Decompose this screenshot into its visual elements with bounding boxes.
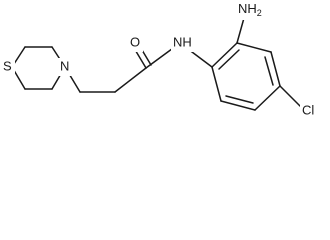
chlorine-label: Cl (302, 102, 314, 117)
bond-ch2-carbonyl (114, 67, 147, 93)
amino-label: NH2 (238, 1, 262, 18)
atom-label-ring-nitrogen: N (57, 58, 73, 76)
aromatic-bond-1-inner (218, 49, 240, 70)
aromatic-bond-2 (236, 42, 272, 53)
atom-label-chlorine: Cl (300, 102, 320, 120)
aromatic-bond-3 (270, 51, 281, 87)
amino-subscript: 2 (257, 8, 262, 18)
carbonyl-oxygen-label: O (130, 34, 140, 49)
aromatic-bond-5 (220, 100, 256, 111)
aromatic-bond-5-inner (225, 95, 254, 104)
aromatic-bond-3-inner (264, 56, 274, 86)
ring-nitrogen-label: N (60, 58, 69, 73)
atom-label-sulfur: S (1, 58, 15, 76)
atom-label-amino: NH2 (236, 1, 266, 20)
sulfur-label: S (3, 58, 12, 73)
aromatic-bond-4 (254, 85, 281, 111)
amide-nh-label: NH (173, 34, 192, 49)
aromatic-bond-1 (211, 42, 238, 68)
atom-label-oxygen: O (127, 34, 143, 52)
benzene-ring (211, 42, 281, 111)
bond-ring-amino (236, 17, 245, 44)
atom-label-amide-nh: NH (171, 34, 195, 52)
aromatic-bond-6 (211, 66, 222, 102)
chemical-structure: S N O NH NH2 Cl (1, 1, 320, 120)
